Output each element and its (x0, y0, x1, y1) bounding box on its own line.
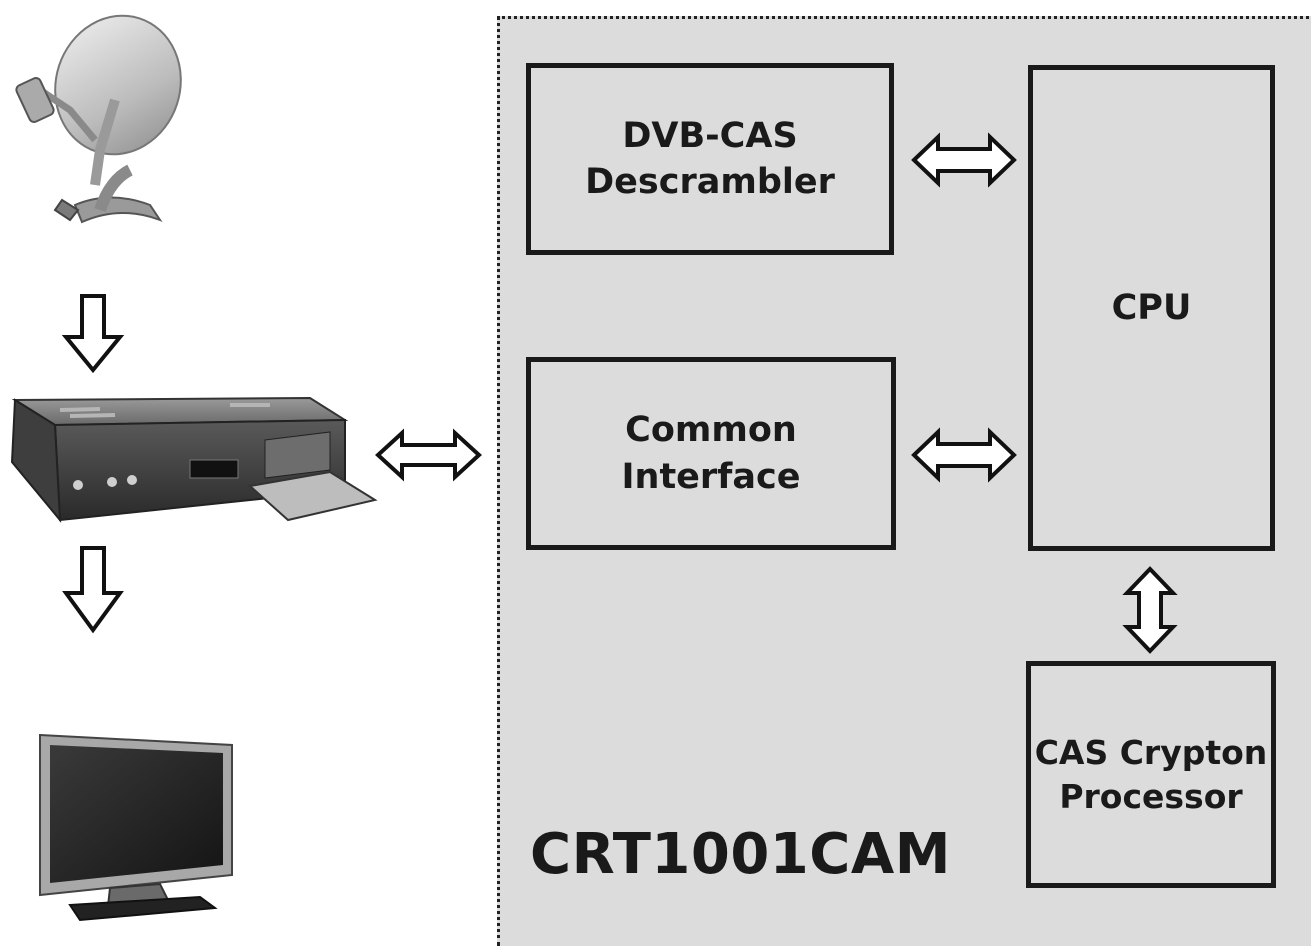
block-label: CAS Crypton (1034, 732, 1268, 772)
block-label: Descrambler (585, 162, 835, 202)
television-icon (39, 733, 233, 922)
down-arrow-icon (61, 294, 125, 374)
satellite-dish-icon (15, 14, 182, 224)
common-interface-block: Common Interface (526, 357, 896, 550)
block-label: Common (625, 410, 797, 451)
cas-crypton-processor-block: CAS Crypton Processor (1026, 661, 1276, 888)
block-label: CPU (1111, 287, 1192, 328)
set-top-box-icon (10, 396, 378, 523)
dvb-cas-descrambler-block: DVB-CAS Descrambler (526, 63, 894, 255)
cpu-block: CPU (1028, 65, 1275, 551)
block-label: Processor (1059, 776, 1243, 816)
bidirectional-arrow-icon (375, 428, 482, 482)
module-title: CRT1001CAM (530, 822, 951, 887)
block-label: DVB-CAS (622, 115, 798, 156)
bidirectional-arrow-icon (911, 132, 1017, 188)
bidirectional-arrow-icon (1122, 566, 1178, 654)
block-label: Interface (621, 456, 801, 497)
down-arrow-icon (62, 546, 124, 634)
bidirectional-arrow-icon (911, 427, 1017, 483)
